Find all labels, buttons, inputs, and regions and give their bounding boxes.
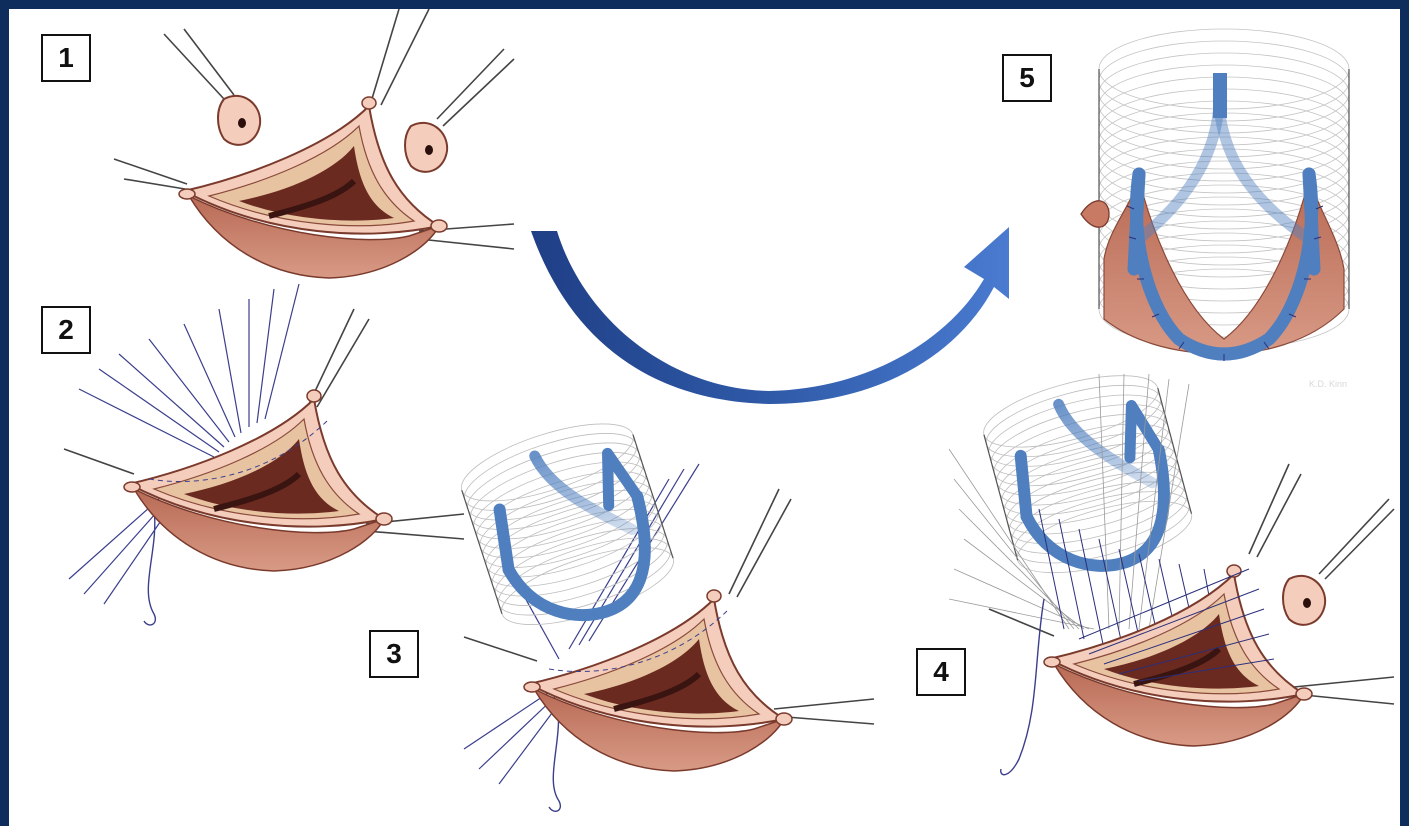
artist-watermark: K.D. Kinn	[1309, 379, 1347, 389]
step-3-illustration	[453, 408, 874, 811]
step-label-2: 2	[41, 306, 91, 354]
sequence-arrow	[531, 227, 1009, 404]
step-5-illustration	[1081, 29, 1349, 361]
step-label-4: 4	[916, 648, 966, 696]
step-label-3: 3	[369, 630, 419, 678]
step-1-illustration	[114, 9, 514, 278]
step-4-illustration	[949, 361, 1394, 775]
step-label-5: 5	[1002, 54, 1052, 102]
step-2-illustration	[64, 284, 464, 625]
procedure-illustration	[9, 9, 1400, 826]
figure-panel: 1 2 3 4 5 K.D. Kinn	[9, 9, 1400, 826]
step-label-1: 1	[41, 34, 91, 82]
